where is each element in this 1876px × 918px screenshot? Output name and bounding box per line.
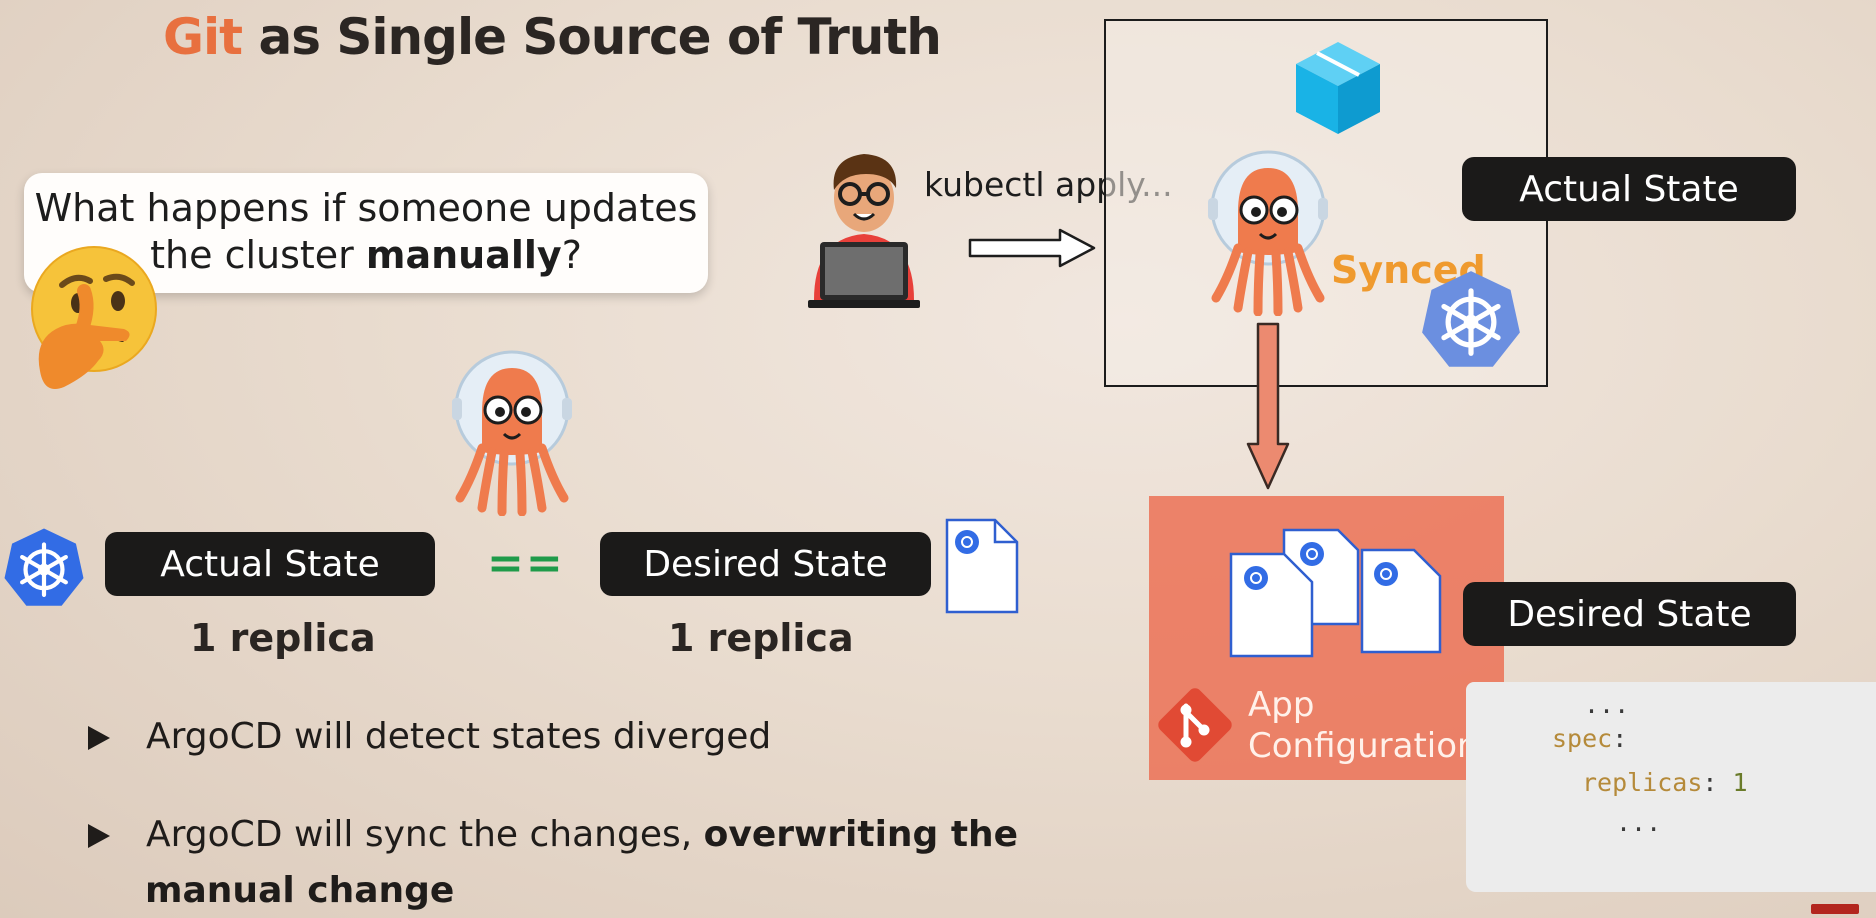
yaml-key-replicas: replicas xyxy=(1582,768,1703,797)
manifest-file-icon xyxy=(945,518,1019,614)
equals-operator: == xyxy=(487,538,565,589)
desired-replica-value: 1 replica xyxy=(668,616,854,660)
yaml-value-replicas: 1 xyxy=(1732,768,1748,797)
argo-octopus-icon-left xyxy=(452,350,572,516)
bullet-2: ArgoCD will sync the changes, overwritin… xyxy=(88,811,1018,859)
bullet-2-continuation: manual change xyxy=(145,870,455,911)
app-config-line-2: Configuration xyxy=(1248,726,1479,766)
yaml-line-4: ... xyxy=(1616,808,1662,837)
page-title: Git as Single Source of Truth xyxy=(163,8,942,66)
down-arrow-icon xyxy=(1246,322,1290,490)
desired-state-label-left: Desired State xyxy=(600,532,931,596)
bullet-2-text: ArgoCD will sync the changes, xyxy=(146,814,704,855)
question-line-2: the cluster manually? xyxy=(24,232,708,279)
kubernetes-helm-icon xyxy=(1422,271,1520,367)
subscribe-badge[interactable] xyxy=(1811,904,1859,914)
argo-octopus-icon xyxy=(1208,150,1328,316)
bullet-triangle-icon xyxy=(88,726,110,750)
desired-state-label-right: Desired State xyxy=(1463,582,1796,646)
git-icon xyxy=(1158,688,1232,762)
question-bubble: What happens if someone updates the clus… xyxy=(24,173,708,293)
bullet-2-bold: overwriting the xyxy=(703,814,1019,855)
actual-replica-value: 1 replica xyxy=(190,616,376,660)
app-configuration-label: App Configuration xyxy=(1248,685,1479,767)
question-bold: manually xyxy=(365,233,562,277)
right-arrow-icon xyxy=(968,228,1096,268)
question-prefix: the cluster xyxy=(150,233,366,277)
yaml-snippet: ... spec: replicas: 1 ... xyxy=(1466,682,1876,892)
cube-icon xyxy=(1296,42,1380,134)
app-config-line-1: App xyxy=(1248,685,1315,725)
actual-state-label-left: Actual State xyxy=(105,532,435,596)
yaml-line-2: spec: xyxy=(1552,724,1628,753)
developer-laptop-icon xyxy=(808,154,920,308)
kubernetes-icon-left xyxy=(4,528,84,606)
bullet-triangle-icon xyxy=(88,824,110,848)
title-rest: as Single Source of Truth xyxy=(242,8,942,66)
yaml-line-1: ... xyxy=(1584,690,1630,719)
bullet-1-text: ArgoCD will detect states diverged xyxy=(146,716,772,757)
manifest-files-icon xyxy=(1229,528,1442,658)
yaml-line-3: replicas: 1 xyxy=(1582,768,1748,797)
actual-state-label-right: Actual State xyxy=(1462,157,1796,221)
title-accent: Git xyxy=(163,8,243,66)
bullet-1: ArgoCD will detect states diverged xyxy=(88,713,771,761)
question-line-1: What happens if someone updates xyxy=(34,186,698,230)
thinking-face-icon xyxy=(31,246,157,389)
question-suffix: ? xyxy=(561,233,582,277)
yaml-key-spec: spec xyxy=(1552,724,1613,753)
